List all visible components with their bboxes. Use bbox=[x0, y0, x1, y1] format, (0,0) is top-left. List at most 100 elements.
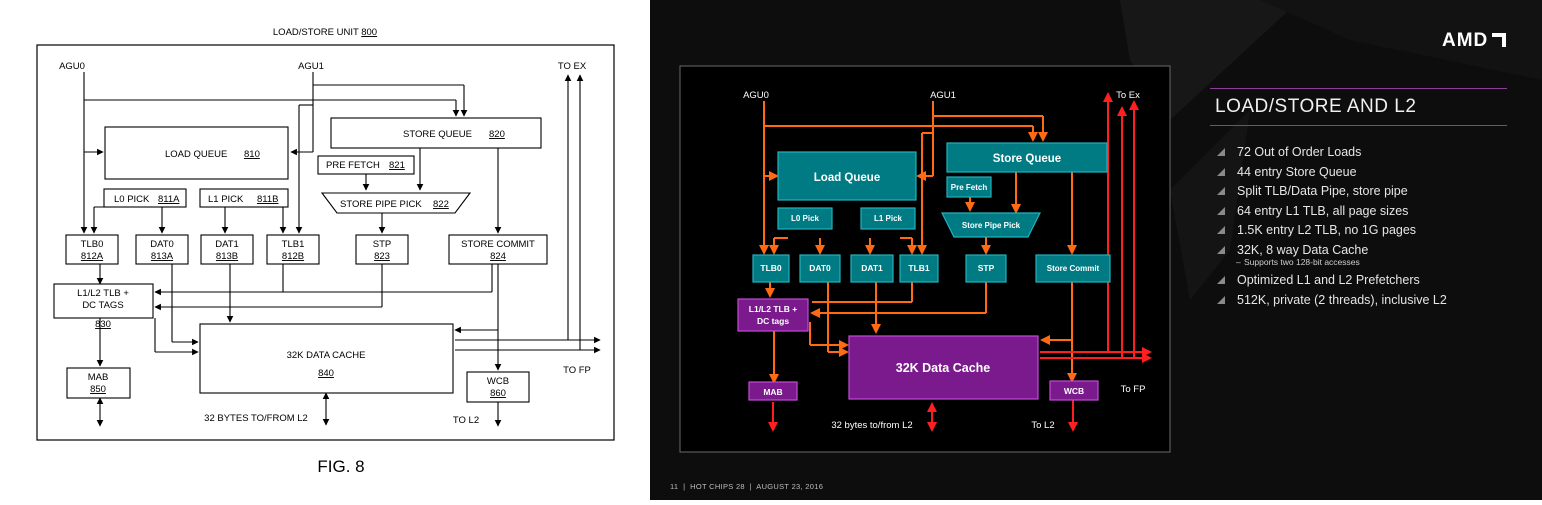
dat1-ref: 813B bbox=[216, 251, 238, 262]
bullet-item: 512K, private (2 threads), inclusive L2 bbox=[1215, 291, 1535, 311]
load-queue-ref: 810 bbox=[244, 149, 260, 160]
title-rule-top bbox=[1210, 88, 1507, 89]
bullet-item: 64 entry L1 TLB, all page sizes bbox=[1215, 202, 1535, 222]
tlb1-ref: 812B bbox=[282, 251, 304, 262]
l1-pick-ref: 811B bbox=[257, 194, 278, 205]
bullet-text: 64 entry L1 TLB, all page sizes bbox=[1237, 203, 1409, 218]
bullet-text: 72 Out of Order Loads bbox=[1237, 145, 1362, 159]
prefetch-ref: 821 bbox=[389, 160, 405, 171]
triangle-bullet-icon bbox=[1217, 276, 1225, 284]
wcb-label: WCB bbox=[487, 376, 509, 387]
load-queue-block bbox=[104, 126, 289, 180]
to-fp-label: TO FP bbox=[563, 365, 591, 376]
mab-block bbox=[748, 381, 798, 401]
tlb1-block bbox=[899, 254, 939, 283]
load-store-unit-outline bbox=[36, 44, 615, 441]
bullet-item: 32K, 8 way Data Cache bbox=[1215, 241, 1535, 261]
data-cache-label: 32K DATA CACHE bbox=[287, 350, 366, 361]
bullet-text: 44 entry Store Queue bbox=[1237, 164, 1357, 179]
agu0-label: AGU0 bbox=[59, 61, 85, 72]
data-cache-label: 32K Data Cache bbox=[896, 361, 991, 375]
store-commit-ref: 824 bbox=[490, 251, 506, 262]
l1-pick-block bbox=[199, 188, 289, 208]
amd-diagram: AGU0 AGU1 To Ex To FP To L2 32 bytes to/… bbox=[679, 65, 1171, 453]
tlb0-label: TLB0 bbox=[760, 263, 782, 273]
bullet-item: Split TLB/Data Pipe, store pipe bbox=[1215, 182, 1535, 202]
load-queue-label: Load Queue bbox=[814, 172, 880, 184]
dat0-ref: 813A bbox=[151, 251, 174, 262]
store-pipe-pick-block bbox=[941, 212, 1041, 238]
store-pipe-pick-label: STORE PIPE PICK bbox=[340, 199, 422, 210]
patent-figure-panel: LOAD/STORE UNIT 800 bbox=[0, 0, 650, 500]
bullet-text: Optimized L1 and L2 Prefetchers bbox=[1237, 273, 1420, 287]
dash-icon: – bbox=[1236, 257, 1241, 267]
tlb1-label: TLB1 bbox=[282, 239, 305, 250]
dat1-block bbox=[850, 254, 894, 283]
l1l2-tlb-label-2: DC tags bbox=[757, 316, 789, 326]
unit-title: LOAD/STORE UNIT 800 bbox=[273, 27, 377, 38]
store-commit-label: STORE COMMIT bbox=[461, 239, 535, 250]
store-queue-label: Store Queue bbox=[993, 153, 1061, 165]
stp-ref: 823 bbox=[374, 251, 390, 262]
triangle-bullet-icon bbox=[1217, 167, 1225, 176]
store-queue-block bbox=[946, 142, 1108, 173]
l1l2-tlb-block bbox=[53, 283, 154, 319]
triangle-bullet-icon bbox=[1217, 187, 1225, 195]
slide-title: LOAD/STORE AND L2 bbox=[1215, 96, 1417, 117]
figure-caption: FIG. 8 bbox=[317, 457, 364, 476]
amd-logo-text: AMD bbox=[1442, 30, 1489, 51]
data-cache-block bbox=[848, 335, 1039, 400]
patent-diagram: LOAD/STORE UNIT 800 bbox=[36, 27, 615, 476]
triangle-bullet-icon bbox=[1217, 245, 1225, 254]
stp-block bbox=[355, 234, 409, 265]
dat0-block bbox=[135, 234, 189, 265]
stp-label: STP bbox=[978, 263, 995, 273]
l0-pick-label: L0 Pick bbox=[791, 214, 820, 223]
bullet-list: 72 Out of Order Loads 44 entry Store Que… bbox=[1215, 143, 1535, 310]
triangle-bullet-icon bbox=[1217, 226, 1225, 234]
mab-label: MAB bbox=[88, 372, 109, 383]
store-commit-label: Store Commit bbox=[1047, 264, 1100, 273]
l1l2-tlb-label-1: L1/L2 TLB + bbox=[77, 288, 129, 299]
tlb0-block bbox=[65, 234, 119, 265]
dat1-label: DAT1 bbox=[861, 263, 883, 273]
load-queue-label: LOAD QUEUE bbox=[165, 149, 227, 160]
bullet-item: 1.5K entry L2 TLB, no 1G pages bbox=[1215, 221, 1535, 241]
data-cache-ref: 840 bbox=[318, 368, 334, 379]
agu0-label: AGU0 bbox=[743, 90, 769, 101]
prefetch-label: PRE FETCH bbox=[326, 160, 380, 171]
pre-fetch-label: Pre Fetch bbox=[951, 183, 988, 192]
bullet-item: 72 Out of Order Loads bbox=[1215, 143, 1535, 163]
stp-block bbox=[965, 254, 1007, 283]
l0-pick-block bbox=[777, 207, 833, 230]
triangle-bullet-icon bbox=[1217, 206, 1225, 215]
wcb-block bbox=[1049, 380, 1099, 401]
l1-pick-block bbox=[860, 207, 916, 230]
triangle-bullet-icon bbox=[1217, 148, 1225, 156]
l1l2-tlb-label-2: DC TAGS bbox=[82, 300, 123, 311]
load-queue-block bbox=[777, 151, 917, 201]
bullet-text: Split TLB/Data Pipe, store pipe bbox=[1237, 184, 1408, 198]
bullet-item: Optimized L1 and L2 Prefetchers bbox=[1215, 271, 1535, 291]
wcb-ref: 860 bbox=[490, 388, 506, 399]
store-commit-block bbox=[448, 234, 548, 265]
amd-logo: AMD bbox=[1442, 30, 1507, 52]
agu1-label: AGU1 bbox=[930, 90, 956, 101]
bullet-item: 44 entry Store Queue bbox=[1215, 163, 1535, 183]
l1l2-tlb-ref: 830 bbox=[95, 319, 111, 330]
dat0-label: DAT0 bbox=[809, 263, 831, 273]
wcb-label: WCB bbox=[1064, 386, 1084, 396]
amd-arrow-icon bbox=[1492, 33, 1507, 47]
pre-fetch-block bbox=[946, 176, 992, 198]
store-queue-ref: 820 bbox=[489, 129, 505, 140]
store-pipe-pick-label: Store Pipe Pick bbox=[962, 221, 1021, 230]
dat1-label: DAT1 bbox=[215, 239, 239, 250]
to-l2-label: TO L2 bbox=[453, 415, 479, 426]
to-l2-label: To L2 bbox=[1031, 420, 1054, 431]
tlb1-label: TLB1 bbox=[908, 263, 930, 273]
to-ex-label: To Ex bbox=[1116, 90, 1140, 101]
stp-label: STP bbox=[373, 239, 391, 250]
store-queue-block bbox=[330, 117, 542, 149]
title-rule-bottom bbox=[1210, 125, 1507, 126]
dat1-block bbox=[200, 234, 254, 265]
